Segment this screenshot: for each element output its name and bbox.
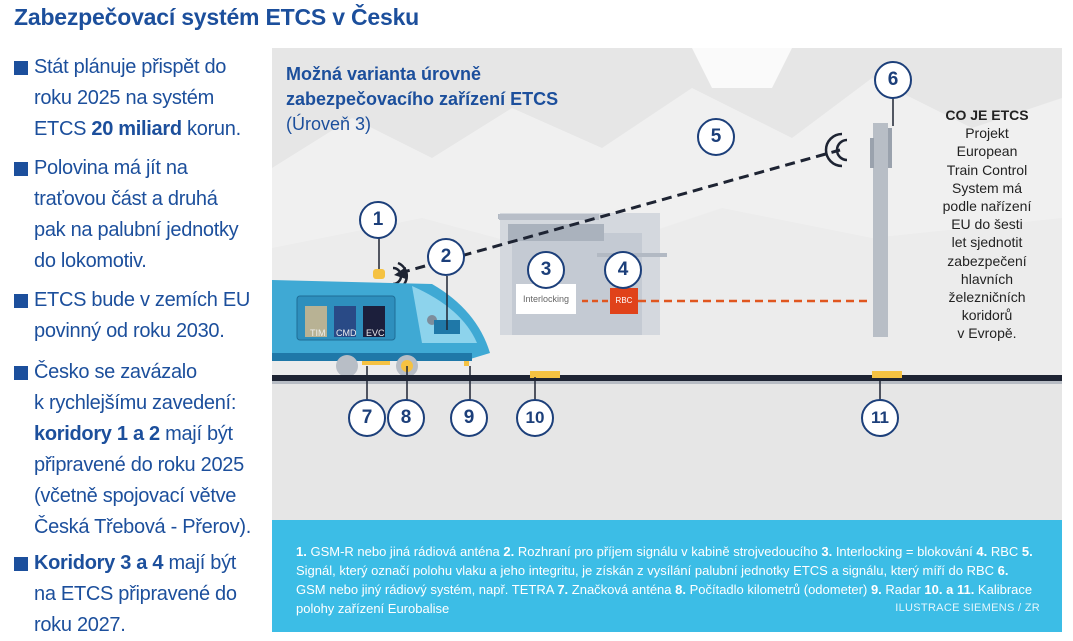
interlocking-box: Interlocking	[516, 284, 576, 314]
legend-item: Rozhraní pro příjem signálu v kabině str…	[514, 544, 822, 559]
bullet-mandatory: ETCS bude v zemích EU povinný od roku 20…	[14, 285, 269, 347]
eurobalise-11	[872, 371, 902, 378]
bullet-square-icon	[14, 294, 28, 308]
info-title: CO JE ETCS	[945, 107, 1029, 123]
rbc-box: RBC	[610, 288, 638, 314]
legend-item: GSM-R nebo jiná rádiová anténa	[306, 544, 504, 559]
legend-num: 3.	[821, 544, 833, 559]
diagram-heading-sub: (Úroveň 3)	[286, 114, 372, 134]
callout-5: 5	[697, 118, 735, 156]
legend-item: Značková anténa	[568, 582, 676, 597]
cloud	[692, 48, 792, 88]
legend-num: 7.	[557, 582, 569, 597]
legend-num: 4.	[976, 544, 988, 559]
legend-num: 5.	[1021, 544, 1033, 559]
train-unit-evc: EVC	[366, 328, 385, 338]
legend-num: 6.	[997, 563, 1009, 578]
callout-10: 10	[516, 399, 554, 437]
bullet-split: Polovina má jít na traťovou část a druhá…	[14, 153, 269, 277]
bullet-bold: Koridory 3 a 4	[34, 552, 164, 574]
train	[272, 269, 490, 377]
diagram-heading: Možná varianta úrovně zabezpečovacího za…	[286, 62, 558, 137]
callout-4: 4	[604, 251, 642, 289]
bullet-square-icon	[14, 366, 28, 380]
bullet-corridors-3-4: Koridory 3 a 4 mají být na ETCS připrave…	[14, 548, 269, 641]
diagram-scene	[272, 48, 1062, 400]
rail-track	[272, 375, 1062, 381]
callout-6: 6	[874, 61, 912, 99]
bullet-bold: 20 miliard	[91, 118, 182, 140]
page-title: Zabezpečovací systém ETCS v Česku	[14, 4, 420, 30]
etcs-info-box: CO JE ETCS Projekt European Train Control…	[912, 106, 1062, 343]
legend-num: 1.	[296, 544, 307, 559]
radio-tower	[870, 123, 892, 337]
bullet-text: Stát plánuje přispět do roku 2025 na sys…	[34, 56, 227, 140]
etcs-diagram: Možná varianta úrovně zabezpečovacího za…	[272, 48, 1062, 632]
bullet-text: Polovina má jít na traťovou část a druhá…	[34, 157, 239, 272]
legend-text: 1. GSM-R nebo jiná rádiová anténa 2. Roz…	[296, 542, 1036, 618]
tower-radio-waves-icon	[824, 132, 848, 168]
diagram-heading-title: Možná varianta úrovně zabezpečovacího za…	[286, 64, 559, 109]
illustration-credit: ILUSTRACE SIEMENS / ZR	[895, 602, 1040, 614]
legend-box: 1. GSM-R nebo jiná rádiová anténa 2. Roz…	[272, 520, 1062, 632]
bullet-text: mají být na ETCS připravené do roku 2027…	[34, 552, 237, 636]
callout-7: 7	[348, 399, 386, 437]
legend-item: Interlocking = blokování	[832, 544, 977, 559]
building	[498, 213, 667, 335]
bullet-square-icon	[14, 162, 28, 176]
bullet-square-icon	[14, 61, 28, 75]
callout-9: 9	[450, 399, 488, 437]
signal-path-dashed	[399, 148, 841, 275]
bullet-text: korun.	[181, 118, 241, 140]
bullet-text: Česko se zavázalo k rychlejšímu zavedení…	[34, 361, 237, 414]
bullet-bold: koridory 1 a 2	[34, 423, 160, 445]
eurobalise-10	[530, 371, 560, 378]
legend-item: Počítadlo kilometrů (odometer)	[685, 582, 871, 597]
legend-item: Kalibrace polohy zařízení Eurobalise	[296, 582, 1033, 616]
train-unit-tim: TIM	[310, 328, 326, 338]
legend-item: Radar	[881, 582, 925, 597]
callout-leaders	[366, 98, 894, 400]
info-text: Projekt European Train Control System má…	[942, 125, 1032, 342]
legend-item: Signál, který označí polohu vlaku a jeho…	[296, 563, 998, 578]
bullet-text: ETCS bude v zemích EU povinný od roku 20…	[34, 289, 251, 342]
callout-11: 11	[861, 399, 899, 437]
callout-3: 3	[527, 251, 565, 289]
legend-item: GSM nebo jiný rádiový systém, např. TETR…	[296, 582, 558, 597]
callout-1: 1	[359, 201, 397, 239]
bullet-square-icon	[14, 557, 28, 571]
legend-item: RBC	[987, 544, 1022, 559]
callout-2: 2	[427, 238, 465, 276]
callout-8: 8	[387, 399, 425, 437]
bullet-czech: Česko se zavázalo k rychlejšímu zavedení…	[14, 357, 269, 543]
train-unit-cmd: CMD	[336, 328, 357, 338]
legend-num: 10. a 11.	[924, 582, 975, 597]
bullet-funding: Stát plánuje přispět do roku 2025 na sys…	[14, 52, 269, 145]
bullet-text: mají být připravené do roku 2025 (včetně…	[34, 423, 251, 538]
legend-num: 8.	[675, 582, 686, 597]
rail-ballast	[272, 381, 1062, 384]
legend-num: 9.	[870, 582, 882, 597]
legend-num: 2.	[503, 544, 515, 559]
